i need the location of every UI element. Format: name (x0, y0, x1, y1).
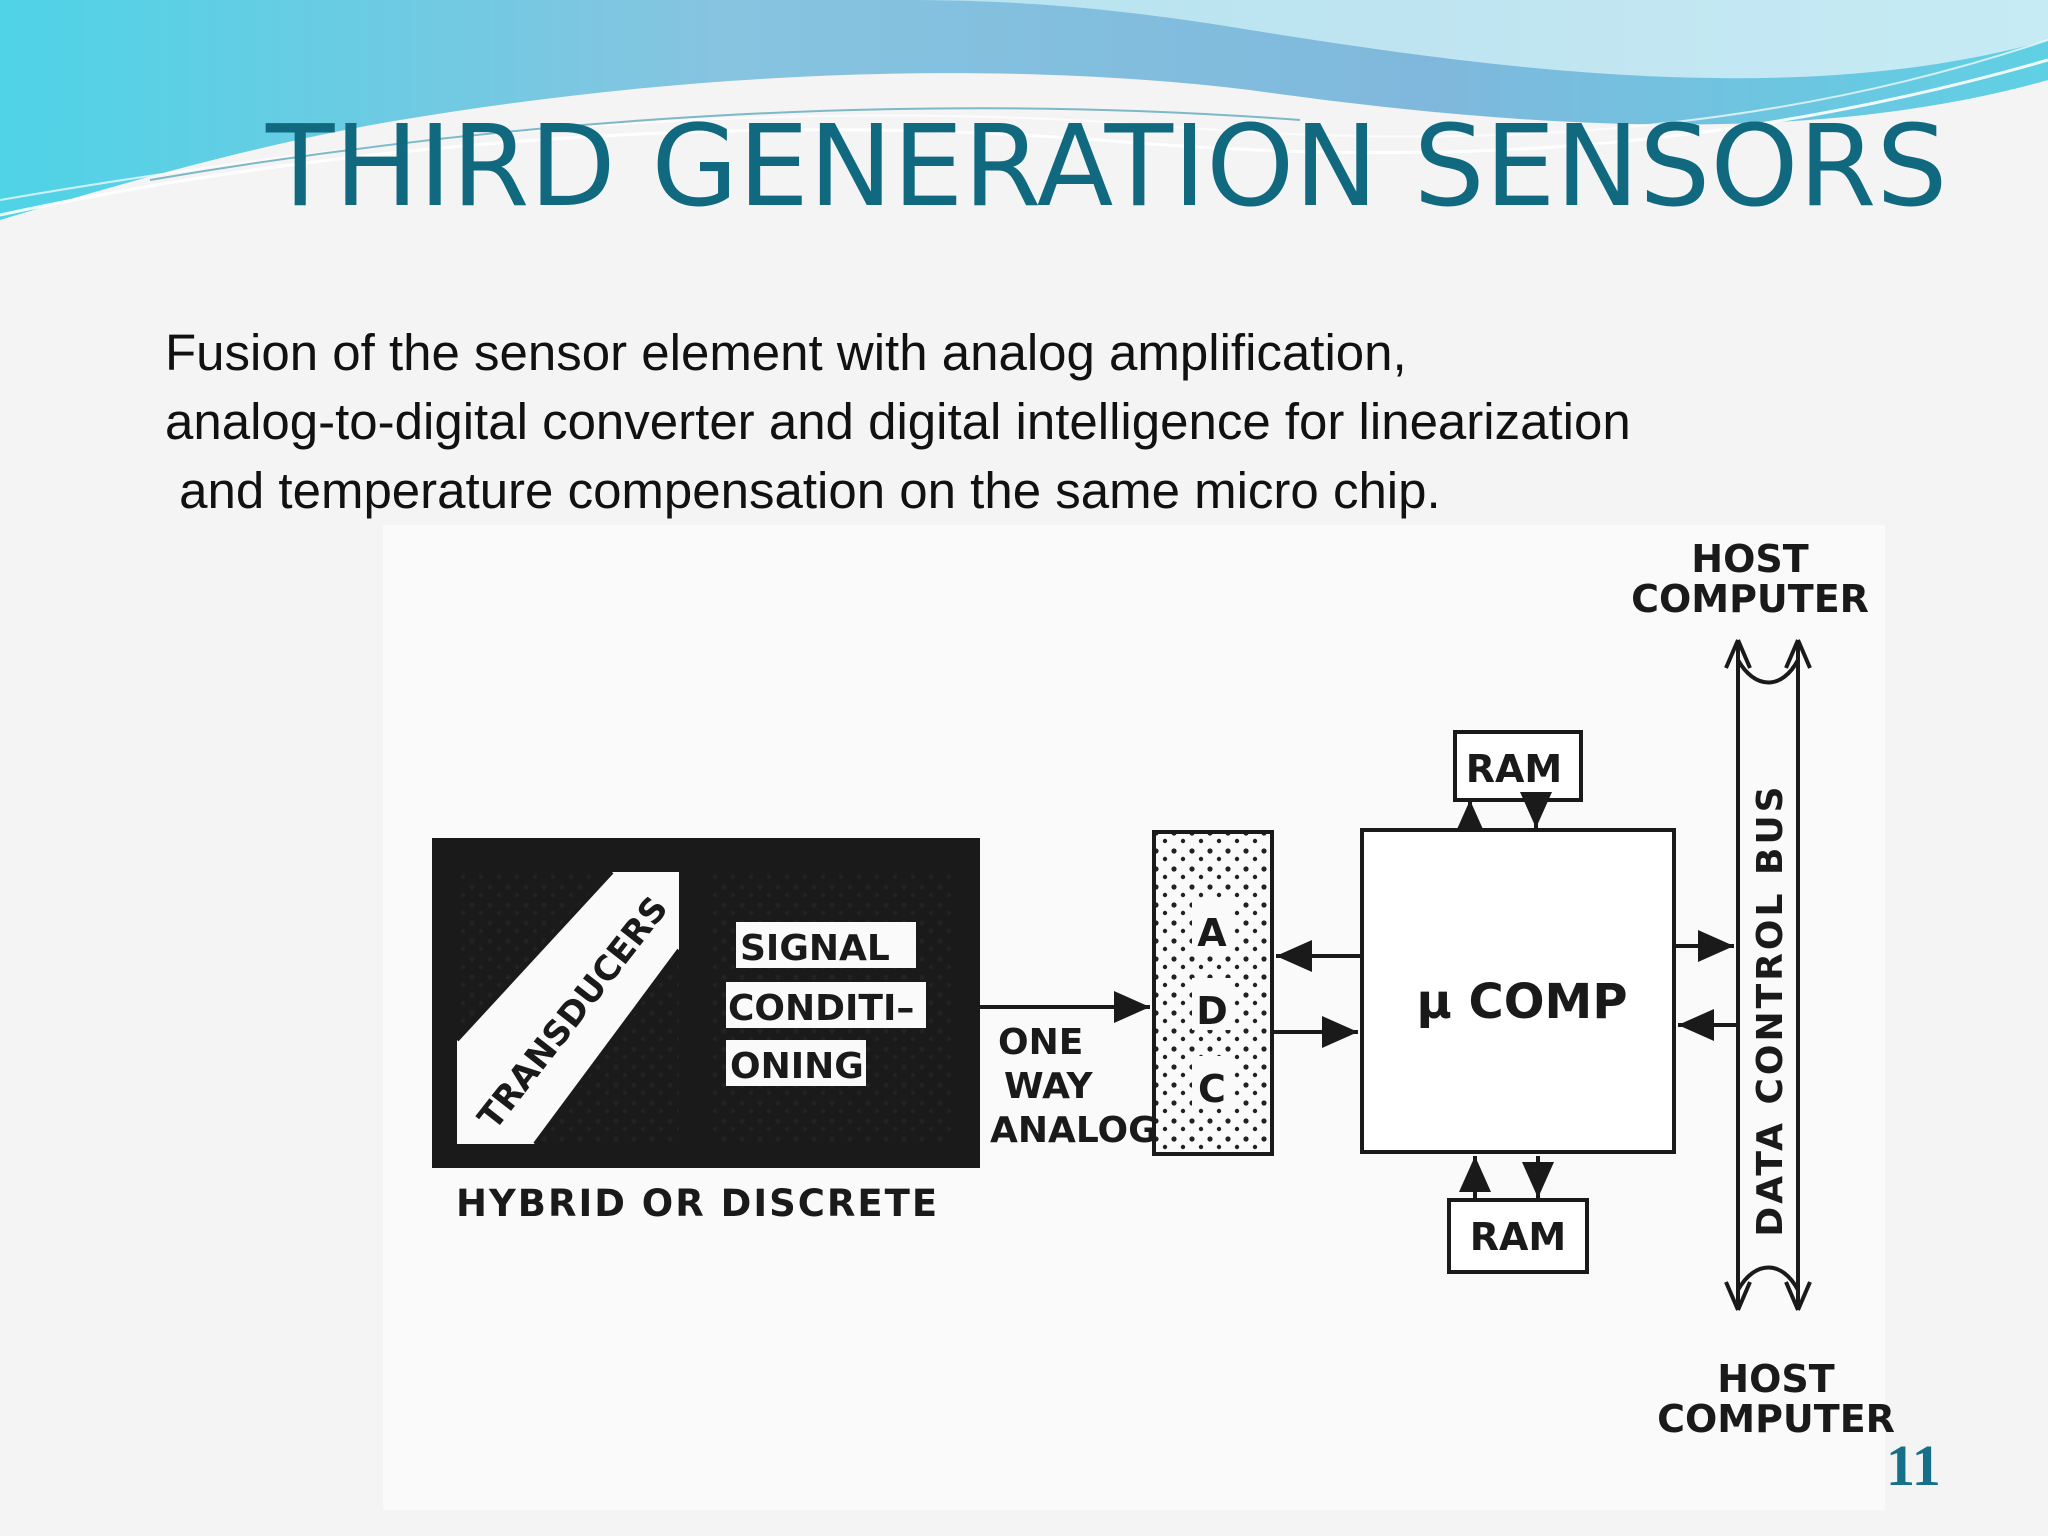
ram-top-label: RAM (1466, 747, 1562, 791)
slide-description: Fusion of the sensor element with analog… (165, 318, 1865, 525)
adc-label-c: C (1198, 1067, 1226, 1111)
adc-label-a: A (1197, 911, 1227, 955)
host-computer-top-label: COMPUTER (1631, 577, 1869, 621)
one-way-analog-label: ONE (998, 1022, 1083, 1063)
description-line: and temperature compensation on the same… (165, 462, 1441, 519)
host-computer-bottom-label: COMPUTER (1657, 1397, 1895, 1441)
header-wave-banner (0, 0, 2048, 220)
signal-conditioning-label: SIGNAL (740, 928, 890, 969)
data-control-bus-label: DATA CONTROL BUS (1750, 783, 1791, 1236)
ram-top-box (1453, 730, 1583, 802)
one-way-analog-label: WAY (1004, 1066, 1094, 1107)
hybrid-or-discrete-label: HYBRID OR DISCRETE (456, 1182, 939, 1225)
transducers-cell (455, 870, 681, 1146)
data-control-bus (1724, 639, 1812, 1311)
slide-title: THIRD GENERATION SENSORS (266, 102, 1948, 232)
description-line: Fusion of the sensor element with analog… (165, 324, 1407, 381)
signal-conditioning-label: CONDITI– (728, 988, 914, 1029)
microcomputer-box (1360, 828, 1676, 1154)
description-line: analog-to-digital converter and digital … (165, 393, 1631, 450)
page-number: 11 (1886, 1433, 1941, 1498)
signal-conditioning-label: ONING (730, 1046, 864, 1087)
microcomputer-label: μ COMP (1416, 974, 1627, 1030)
host-computer-bottom-label: HOST (1717, 1357, 1834, 1401)
ram-bottom-label: RAM (1470, 1215, 1566, 1259)
ram-bottom-box (1447, 1198, 1589, 1274)
adc-label-d: D (1196, 989, 1228, 1033)
host-computer-top-label: HOST (1691, 537, 1808, 581)
one-way-analog-label: ANALOG (990, 1110, 1158, 1151)
